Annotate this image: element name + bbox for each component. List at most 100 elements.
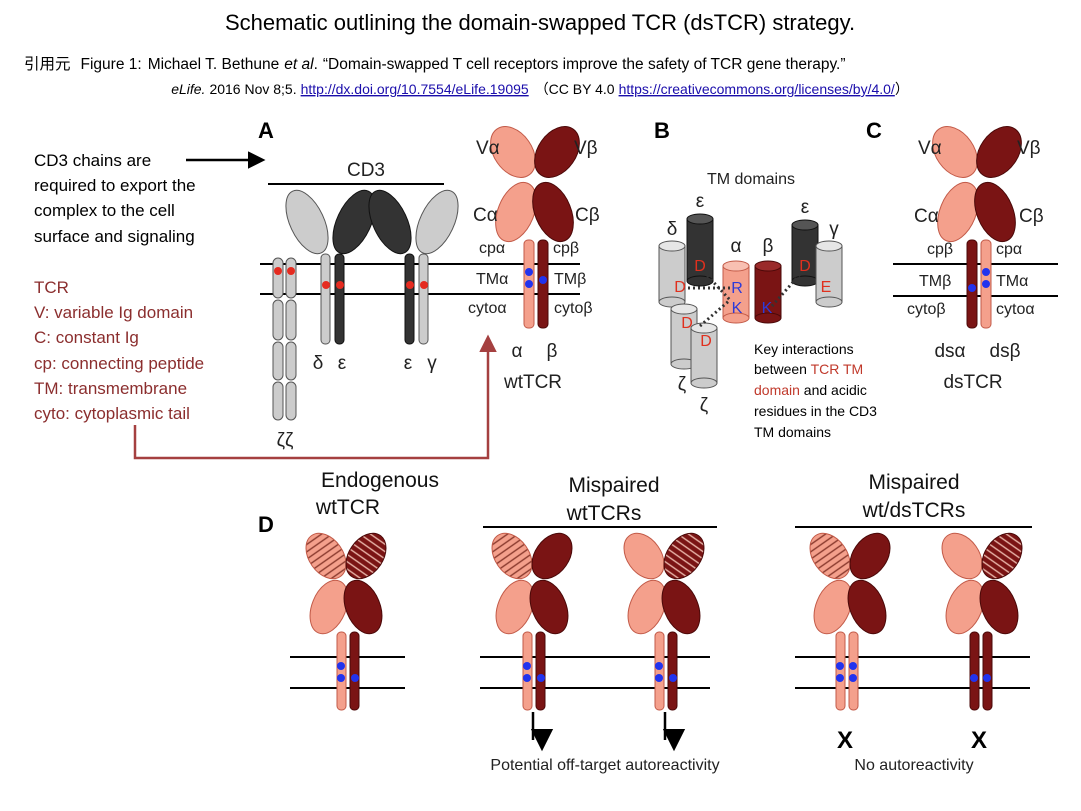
legend-item: cyto: cytoplasmic tail <box>34 404 190 423</box>
cp-beta-label: cpβ <box>553 240 579 257</box>
abbreviation-legend: TCR V: variable Ig domain C: constant Ig… <box>34 278 204 423</box>
epsilon-right-label: ε <box>801 197 810 218</box>
ds-tcr-c: Vα Vβ Cα Cβ cpβ cpα TMβ TMα cytoβ cytoα … <box>907 126 1044 393</box>
citation-etal: et al <box>284 56 314 73</box>
tm-beta-label: TMβ <box>554 271 586 288</box>
license-link[interactable]: https://creativecommons.org/licenses/by/… <box>619 81 895 97</box>
beta-label-b: β <box>763 236 774 257</box>
panel-c-label: C <box>866 118 882 143</box>
c-beta-label-c: Cβ <box>1019 206 1044 227</box>
residue-d: D <box>799 258 811 275</box>
tm-beta-label-c: TMβ <box>919 273 951 290</box>
residue-k: K <box>732 300 743 317</box>
mispaired-wt-heading: Mispaired <box>568 474 659 497</box>
tm-cylinders <box>658 213 843 389</box>
tm-alpha-label-c: TMα <box>996 273 1028 290</box>
endogenous-heading: Endogenous <box>321 469 439 492</box>
epsilon-left-label: ε <box>696 191 705 212</box>
tm-domains-label: TM domains <box>707 171 795 188</box>
legend-item: cp: connecting peptide <box>34 354 204 373</box>
zeta-label-b: ζ <box>700 395 709 416</box>
mispaired-wt-tcr-1 <box>491 532 573 711</box>
legend-item: TM: transmembrane <box>34 379 187 398</box>
license-close: ） <box>895 81 909 97</box>
ds-alpha-label: dsα <box>934 341 965 362</box>
ds-tcr-label: dsTCR <box>943 372 1002 393</box>
key-note-line: domain and acidic <box>754 382 867 398</box>
doi-link[interactable]: http://dx.doi.org/10.7554/eLife.19095 <box>301 81 529 97</box>
off-target-caption: Potential off-target autoreactivity <box>490 757 719 774</box>
mispaired-wt-ds-tcr-2 <box>941 532 1023 711</box>
key-note-line: between TCR TM <box>754 361 863 377</box>
cyto-alpha-label-c: cytoα <box>996 301 1035 318</box>
cyto-beta-label: cytoβ <box>554 300 593 317</box>
panel-b-label: B <box>654 118 670 143</box>
residue-d: D <box>700 333 712 350</box>
epsilon-label: ε <box>404 353 413 374</box>
cp-alpha-label-c: cpα <box>996 241 1022 258</box>
cd3-zeta-dimer: ζζ <box>272 257 297 451</box>
ds-beta-label: dsβ <box>990 341 1021 362</box>
no-signal-mark: X <box>837 727 853 754</box>
alpha-label: α <box>512 341 523 362</box>
endogenous-wt-tcr <box>305 532 387 711</box>
key-note-line: Key interactions <box>754 341 854 357</box>
v-beta-label: Vβ <box>574 138 598 159</box>
residue-d: D <box>681 315 693 332</box>
cyto-alpha-label: cytoα <box>468 300 507 317</box>
v-alpha-label: Vα <box>476 138 500 159</box>
mispaired-wt-ds-tcr-1 <box>809 532 891 711</box>
panel-d-label: D <box>258 512 274 537</box>
cd3-note-line: complex to the cell <box>34 201 175 220</box>
license-open: （CC BY 4.0 <box>535 81 615 97</box>
key-note-line: TM domains <box>754 424 831 440</box>
v-beta-label-c: Vβ <box>1017 138 1041 159</box>
wt-tcr-a: Vα Vβ Cα Cβ cpα cpβ TMα TMβ cytoα cytoβ … <box>468 126 600 393</box>
cp-beta-label-c: cpβ <box>927 241 953 258</box>
key-note-part: and acidic <box>800 382 867 398</box>
c-beta-label: Cβ <box>575 205 600 226</box>
cd3-label: CD3 <box>347 160 385 181</box>
key-note-highlight: TCR TM <box>811 361 864 377</box>
citation-paper-title: “Domain-swapped T cell receptors improve… <box>323 56 846 73</box>
mispaired-ds-heading-sub: wt/dsTCRs <box>862 499 966 522</box>
key-note-line: residues in the CD3 <box>754 403 877 419</box>
citation-prefix: 引用元 <box>24 55 71 73</box>
tm-alpha-label: TMα <box>476 271 508 288</box>
mispaired-wt-tcr-2 <box>623 532 705 711</box>
cyto-beta-label-c: cytoβ <box>907 301 946 318</box>
zeta-label-b: ζ <box>678 374 687 395</box>
c-alpha-label-c: Cα <box>914 206 939 227</box>
zeta-pair-label: ζζ <box>277 430 294 451</box>
figure-title: Schematic outlining the domain-swapped T… <box>225 10 855 35</box>
beta-label: β <box>547 341 558 362</box>
residue-e: E <box>821 279 832 296</box>
wt-tcr-label: wtTCR <box>503 372 562 393</box>
citation-source-line: eLife.2016 Nov 8;5.http://dx.doi.org/10.… <box>171 81 909 97</box>
citation-journal: eLife. <box>171 81 205 97</box>
residue-k: K <box>762 300 773 317</box>
panel-a-label: A <box>258 118 274 143</box>
mispaired-ds-heading: Mispaired <box>868 471 959 494</box>
gamma-label: γ <box>427 353 437 374</box>
legend-item: TCR <box>34 278 69 297</box>
delta-label-b: δ <box>667 219 678 240</box>
mispaired-wt-heading-sub: wtTCRs <box>566 502 642 525</box>
alpha-label-b: α <box>731 236 742 257</box>
no-signal-mark: X <box>971 727 987 754</box>
no-autoreactivity-caption: No autoreactivity <box>854 757 973 774</box>
cd3-epsilon-gamma: ε γ <box>368 189 459 374</box>
citation-authors: Michael T. Bethune <box>148 56 280 73</box>
key-note-highlight: domain <box>754 382 800 398</box>
residue-d: D <box>674 279 686 296</box>
legend-pointer-arrow <box>133 334 497 460</box>
cd3-note-line: CD3 chains are <box>34 151 151 170</box>
citation-figure: Figure 1 <box>81 56 138 73</box>
citation-sep: : <box>137 56 141 73</box>
residue-d: D <box>694 258 706 275</box>
endogenous-heading-sub: wtTCR <box>315 496 380 519</box>
cd3-delta-epsilon: δ ε <box>285 189 376 374</box>
v-alpha-label-c: Vα <box>918 138 942 159</box>
